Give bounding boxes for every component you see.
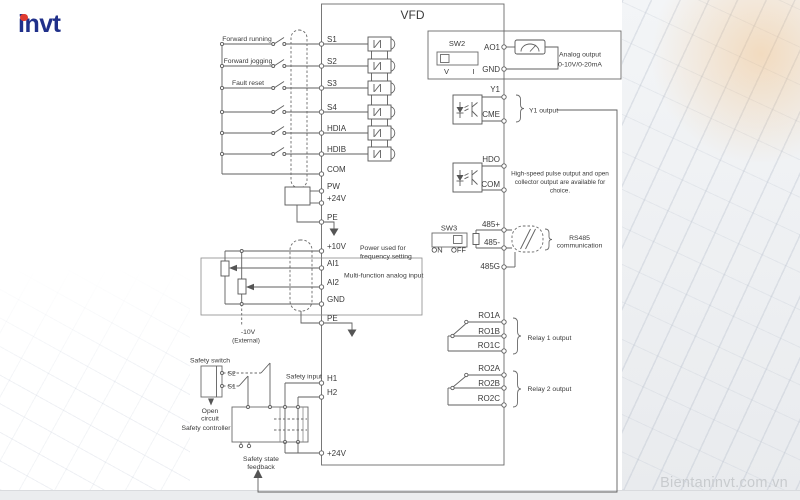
safety-input-label: Safety input — [286, 374, 322, 381]
background-floor-strip — [0, 490, 800, 500]
right-terminal-labels: AO1 GND Y1 CME HDO COM 485+ 485- 485G RO… — [478, 43, 501, 403]
p10v-note-line2: frequency setting — [360, 254, 412, 261]
sw2-pos-v: V — [444, 67, 449, 76]
terminal-s2: S2 — [327, 57, 337, 66]
vfd-title: VFD — [401, 8, 425, 22]
terminal-ro2c: RO2C — [478, 394, 500, 403]
terminal-s3: S3 — [327, 79, 337, 88]
terminal-pe2: PE — [327, 314, 338, 323]
hdo-note-line3: choice. — [550, 188, 570, 195]
terminal-h2: H2 — [327, 388, 338, 397]
p10v-note-line1: Power used for — [360, 245, 406, 252]
safety-s2-label: S2 — [228, 371, 237, 378]
sw2-label: SW2 — [449, 39, 465, 48]
analog-output-caption1: Analog output — [559, 52, 601, 59]
background-building-grid-left — [0, 268, 190, 490]
sw3-on-label: ON — [431, 246, 442, 255]
analog-output-caption2: 0-10V/0-20mA — [558, 62, 602, 69]
safety-controller-label: Safety controller — [181, 425, 231, 432]
terminal-ro1c: RO1C — [478, 341, 500, 350]
analog-output-section: SW2 V I Analog output 0-10V/0-20mA — [427, 30, 622, 80]
hdo-output-section: High-speed pulse output and open collect… — [452, 162, 609, 195]
safety-feedback-line2: feedback — [247, 464, 275, 471]
digital-input-section: Forward running Forward jogging Fault re… — [219, 29, 396, 236]
terminal-pe: PE — [327, 213, 338, 222]
open-circuit-line2: circuit — [201, 416, 219, 423]
safety-feedback-line1: Safety state — [243, 456, 279, 463]
terminal-ro1a: RO1A — [478, 311, 500, 320]
terminal-pw: PW — [327, 182, 340, 191]
terminal-s1: S1 — [327, 35, 337, 44]
terminal-com: COM — [327, 165, 346, 174]
terminal-hdo: HDO — [482, 155, 500, 164]
note-forward-running: Forward running — [222, 36, 272, 43]
rs485-label-line2: communication — [557, 243, 603, 250]
external-label: (External) — [232, 338, 260, 345]
terminal-gnd-out: GND — [482, 65, 500, 74]
note-forward-jogging: Forward jogging — [224, 58, 273, 65]
terminal-ro2b: RO2B — [478, 379, 500, 388]
terminal-ai1: AI1 — [327, 259, 340, 268]
input-optocouplers — [367, 36, 396, 162]
minus10v-label: -10V — [241, 329, 256, 336]
terminal-ro2a: RO2A — [478, 364, 500, 373]
hdo-note-line1: High-speed pulse output and open — [511, 171, 609, 178]
terminal-s4: S4 — [327, 103, 337, 112]
terminal-24v-safety: +24V — [327, 449, 347, 458]
terminal-ao1: AO1 — [484, 43, 501, 52]
relay1-output-label: Relay 1 output — [528, 335, 572, 342]
terminal-com-out: COM — [481, 180, 500, 189]
sw3-label: SW3 — [441, 224, 457, 233]
safety-switch-label: Safety switch — [190, 358, 230, 365]
terminal-ro1b: RO1B — [478, 327, 500, 336]
vfd-enclosure: VFD — [321, 3, 505, 466]
terminal-hdib: HDIB — [327, 145, 346, 154]
terminal-485m: 485- — [484, 238, 500, 247]
sw2-pos-i: I — [472, 67, 474, 76]
analog-input-label: Multi-function analog input — [344, 273, 423, 280]
y1-output-section: Y1 output — [257, 94, 618, 493]
logo-red-dot-icon — [20, 13, 28, 21]
terminal-485p: 485+ — [482, 220, 500, 229]
invt-logo: invt — [18, 11, 61, 37]
background-building-texture-right — [622, 0, 800, 490]
terminal-10v: +10V — [327, 242, 347, 251]
analog-input-section: Power used for frequency setting Multi-f… — [200, 239, 423, 345]
left-terminal-labels: S1 S2 S3 S4 HDIA HDIB COM PW +24V PE +10… — [327, 35, 347, 458]
terminal-24v: +24V — [327, 194, 347, 203]
terminal-dots — [318, 41, 507, 456]
relay2-section: Relay 2 output — [447, 370, 572, 408]
relay1-section: Relay 1 output — [447, 317, 572, 355]
safety-s1-label: S1 — [228, 384, 237, 391]
terminal-485g: 485G — [480, 262, 500, 271]
rs485-label-line1: RS485 — [569, 235, 590, 242]
terminal-h1: H1 — [327, 374, 338, 383]
relay2-output-label: Relay 2 output — [528, 386, 572, 393]
y1-output-label: Y1 output — [529, 108, 558, 115]
terminal-y1: Y1 — [490, 85, 500, 94]
open-circuit-line1: Open — [202, 408, 219, 415]
note-fault-reset: Fault reset — [232, 80, 264, 87]
sw3-off-label: OFF — [451, 246, 466, 255]
terminal-ai2: AI2 — [327, 278, 340, 287]
terminal-hdia: HDIA — [327, 124, 347, 133]
watermark: Bientaninvt.com.vn — [660, 475, 788, 491]
terminal-gnd: GND — [327, 295, 345, 304]
terminal-cme: CME — [482, 110, 500, 119]
rs485-section: SW3 ON OFF RS485 communication — [431, 224, 603, 268]
hdo-note-line2: collector output are available for — [515, 179, 606, 186]
safety-section: Safety switch S2 S1 Open circuit Safety … — [181, 358, 322, 478]
